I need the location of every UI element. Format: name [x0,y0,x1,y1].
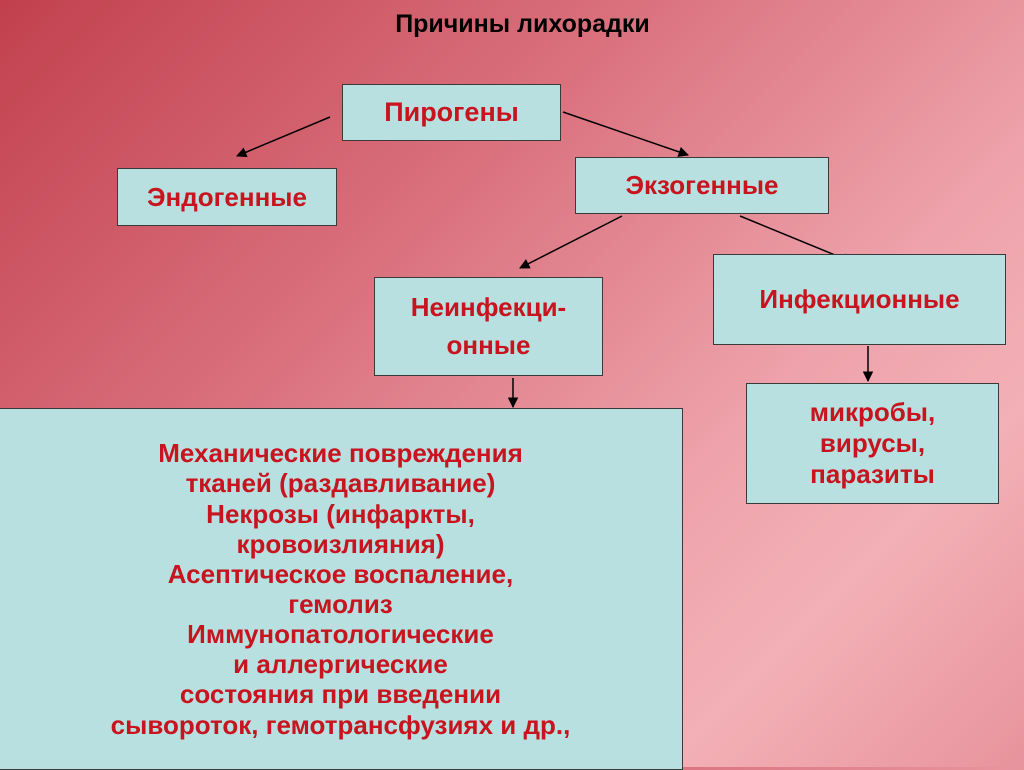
pyrogens-label: Пирогены [384,97,519,127]
cause-line: Асептическое воспаление, [167,558,514,589]
cause-line: сывороток, гемотрансфузиях и др., [110,709,571,740]
cause-line: кровоизлияния) [236,528,445,559]
diagram-title: Причины лихорадки [395,10,650,38]
infectious-label: Инфекционные [759,284,960,314]
endogenous-label: Эндогенные [147,181,307,212]
cause-line: гемолиз [288,589,393,619]
cause-line: и аллергические [233,649,448,680]
infectious-agent-item: микробы, [809,396,936,427]
arrow-exogenous-noninfectious [519,215,623,269]
exogenous-label: Экзогенные [625,170,779,200]
cause-line: Иммунопатологические [187,619,494,650]
cause-line: тканей (раздавливание) [185,468,496,499]
pyrogens-box: Пирогены [342,84,561,141]
infectious-agent-item: вирусы, [819,427,926,458]
arrow-pyrogens-endogenous [236,116,331,158]
infectious-agent-item: паразиты [810,459,935,490]
arrow-pyrogens-exogenous [562,111,689,157]
cause-line: Некрозы (инфаркты, [206,498,475,529]
noninfectious-label-line: Неинфекци- [410,291,567,322]
noninfectious-label-line: онные [446,329,531,360]
cause-line: состояния при введении [179,679,502,710]
endogenous-box: Эндогенные [117,168,337,226]
cause-line: Механические повреждения [158,438,523,469]
noninfectious-causes-box: Механические повреждения тканей (раздавл… [0,408,683,770]
exogenous-box: Экзогенные [575,157,829,214]
noninfectious-box: Неинфекци- онные [374,277,603,376]
infectious-box: Инфекционные [713,254,1006,345]
infectious-agents-box: микробы, вирусы, паразиты [746,383,999,504]
